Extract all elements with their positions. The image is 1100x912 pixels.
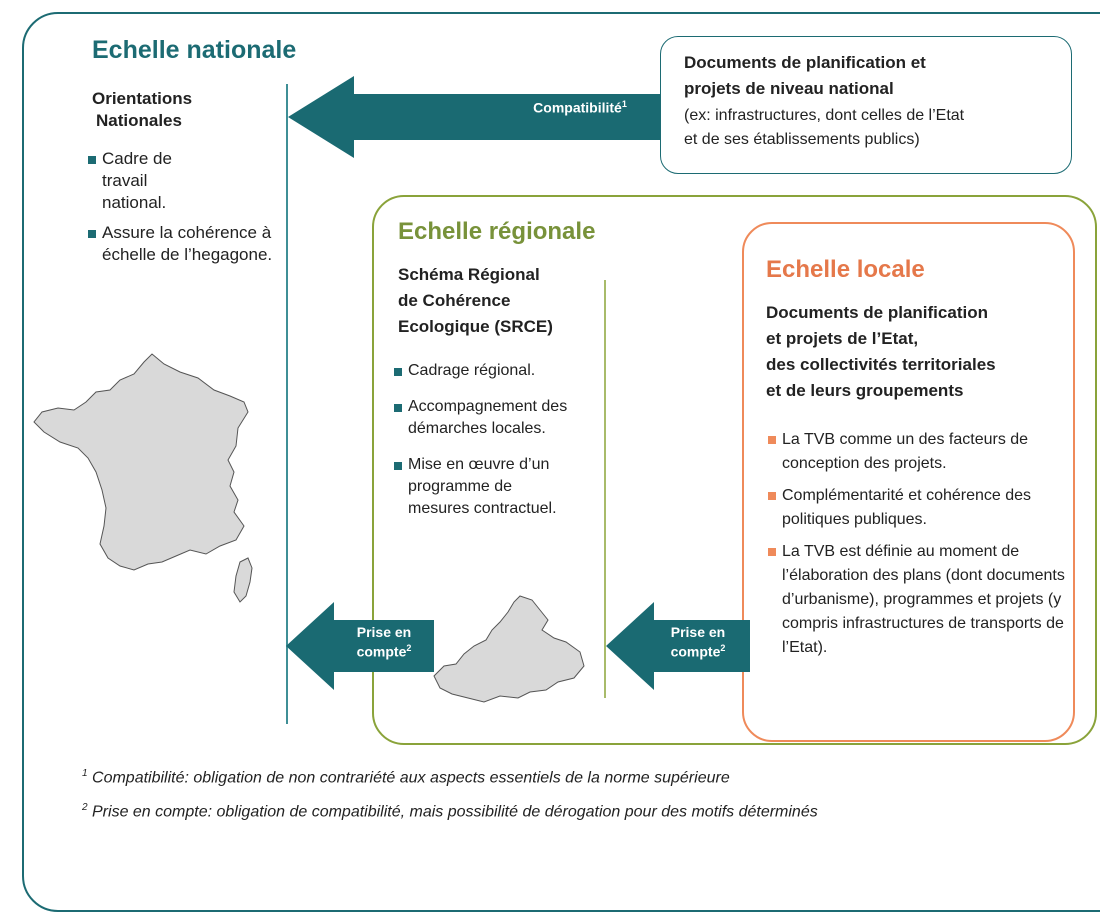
bullet-square-icon — [768, 436, 776, 444]
bullet-square-icon — [768, 548, 776, 556]
national-documents-subtitle: (ex: infrastructures, dont celles de l’E… — [684, 107, 965, 148]
bullet-square-icon — [88, 156, 96, 164]
local-bullet-3: La TVB est définie au moment de l’élabor… — [768, 540, 1073, 660]
compatibility-label: Compatibilité1 — [533, 99, 627, 116]
regional-divider-line — [604, 280, 606, 698]
bullet-square-icon — [394, 404, 402, 412]
france-mainland-shape — [33, 353, 249, 571]
bullet-square-icon — [394, 462, 402, 470]
national-bullet-list: Cadre de travail national. Assure la coh… — [88, 148, 328, 274]
regional-bullet-1: Cadrage régional. — [394, 360, 594, 382]
bullet-square-icon — [768, 492, 776, 500]
local-documents-heading: Documents de planification et projets de… — [766, 303, 996, 400]
prise-en-compte-arrow-local — [606, 602, 750, 690]
national-bullet-1: Cadre de travail national. — [88, 148, 212, 214]
prise-en-compte-label-local: Prise en compte2 — [670, 624, 726, 660]
prise-en-compte-arrow-regional — [286, 602, 434, 690]
srce-heading: Schéma Régional de Cohérence Ecologique … — [398, 265, 553, 336]
local-bullet-list: La TVB comme un des facteurs de concepti… — [768, 428, 1073, 668]
regional-scale-box — [372, 195, 1097, 745]
national-divider-line — [286, 84, 288, 724]
national-documents-title: Documents de planification et projets de… — [684, 53, 926, 98]
regional-bullet-2: Accompagnement des démarches locales. — [394, 396, 578, 440]
national-documents-box — [660, 36, 1072, 174]
paca-region-shape — [433, 595, 585, 703]
compatibility-arrow — [288, 76, 660, 158]
national-bullet-2: Assure la cohérence à échelle de l’hegag… — [88, 222, 322, 266]
regional-scale-title: Echelle régionale — [398, 218, 596, 245]
france-map — [33, 353, 253, 603]
bullet-square-icon — [88, 230, 96, 238]
local-scale-title: Echelle locale — [766, 256, 925, 283]
national-orientations-heading: Orientations Nationales — [92, 88, 192, 132]
region-map — [433, 595, 585, 703]
footnote-compatibility: 1 Compatibilité: obligation de non contr… — [82, 768, 730, 787]
national-scale-title: Echelle nationale — [92, 36, 297, 64]
footnote-prise-en-compte: 2 Prise en compte: obligation de compati… — [82, 802, 818, 821]
regional-bullet-list: Cadrage régional. Accompagnement des dém… — [394, 360, 594, 528]
local-scale-box — [742, 222, 1075, 742]
local-bullet-2: Complémentarité et cohérence des politiq… — [768, 484, 1073, 532]
orientations-line-2: Nationales — [96, 111, 182, 130]
prise-en-compte-label-regional: Prise en compte2 — [356, 624, 412, 660]
regional-bullet-3: Mise en œuvre d’un programme de mesures … — [394, 454, 568, 520]
orientations-line-1: Orientations — [92, 89, 193, 108]
bullet-square-icon — [394, 368, 402, 376]
corsica-shape — [233, 557, 253, 603]
local-bullet-1: La TVB comme un des facteurs de concepti… — [768, 428, 1073, 476]
